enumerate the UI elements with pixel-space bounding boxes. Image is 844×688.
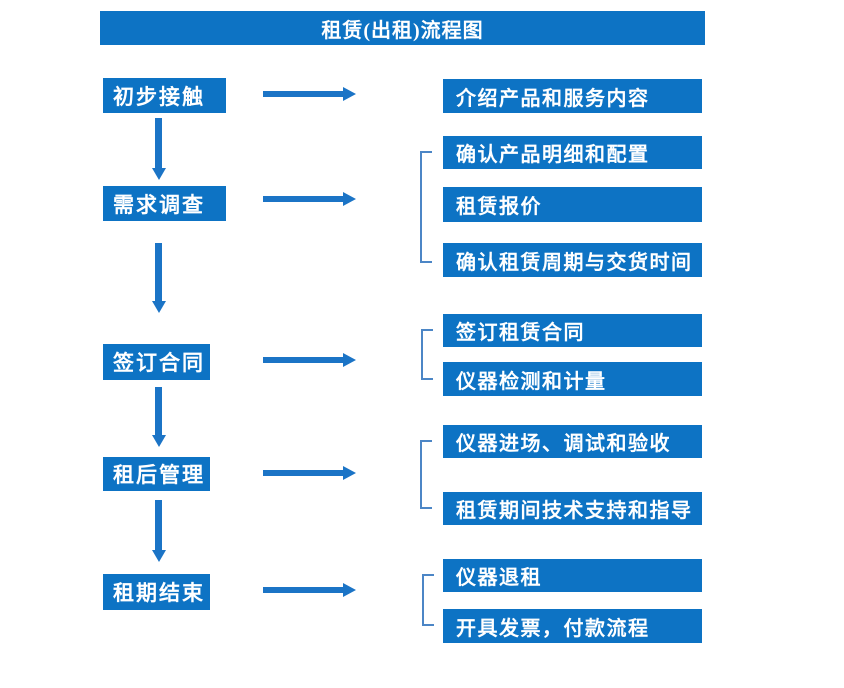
- step-box-sign-contract: 签订合同: [103, 344, 210, 380]
- right-arrow-icon: [263, 91, 343, 97]
- detail-label: 仪器进场、调试和验收: [456, 433, 671, 455]
- step-label: 需求调查: [113, 192, 205, 217]
- detail-label: 仪器检测和计量: [456, 370, 607, 393]
- down-arrow-icon: [155, 500, 162, 550]
- group-bracket: [420, 151, 432, 263]
- right-arrow-icon: [263, 470, 343, 476]
- detail-label: 租赁期间技术支持和指导: [456, 500, 693, 522]
- step-label: 租期结束: [113, 581, 205, 605]
- detail-box-instrument-inspection: 仪器检测和计量: [443, 362, 702, 396]
- detail-box-invoice-payment: 开具发票，付款流程: [443, 609, 702, 643]
- step-label: 初步接触: [113, 84, 205, 109]
- detail-label: 仪器退租: [456, 567, 542, 589]
- down-arrow-icon: [155, 243, 162, 301]
- step-box-rental-end: 租期结束: [103, 574, 210, 610]
- group-bracket: [422, 574, 434, 626]
- step-box-demand-survey: 需求调查: [103, 186, 226, 221]
- detail-box-introduce-products: 介绍产品和服务内容: [443, 79, 702, 113]
- detail-label: 签订租赁合同: [456, 322, 585, 344]
- detail-box-confirm-product-details: 确认产品明细和配置: [443, 136, 702, 169]
- detail-box-sign-rental-contract: 签订租赁合同: [443, 314, 702, 347]
- detail-label: 开具发票，付款流程: [456, 617, 650, 640]
- detail-label: 介绍产品和服务内容: [456, 87, 650, 110]
- detail-box-confirm-rental-period: 确认租赁周期与交货时间: [443, 243, 702, 277]
- detail-box-technical-support: 租赁期间技术支持和指导: [443, 492, 702, 525]
- detail-box-instrument-entry-acceptance: 仪器进场、调试和验收: [443, 425, 702, 458]
- step-label: 租后管理: [113, 463, 205, 487]
- step-box-post-rental-management: 租后管理: [103, 457, 210, 491]
- detail-label: 租赁报价: [456, 196, 542, 218]
- step-box-initial-contact: 初步接触: [103, 78, 226, 113]
- detail-box-rental-quotation: 租赁报价: [443, 187, 702, 222]
- down-arrow-icon: [155, 118, 162, 168]
- title-bar: 租赁(出租)流程图: [100, 11, 705, 45]
- page-title: 租赁(出租)流程图: [321, 19, 484, 42]
- group-bracket: [421, 329, 433, 380]
- right-arrow-icon: [263, 587, 343, 593]
- group-bracket: [420, 440, 432, 509]
- down-arrow-icon: [155, 387, 162, 435]
- right-arrow-icon: [263, 357, 343, 363]
- right-arrow-icon: [263, 196, 343, 202]
- detail-label: 确认产品明细和配置: [456, 144, 650, 166]
- detail-box-instrument-return: 仪器退租: [443, 559, 702, 592]
- step-label: 签订合同: [113, 351, 205, 375]
- detail-label: 确认租赁周期与交货时间: [456, 251, 693, 274]
